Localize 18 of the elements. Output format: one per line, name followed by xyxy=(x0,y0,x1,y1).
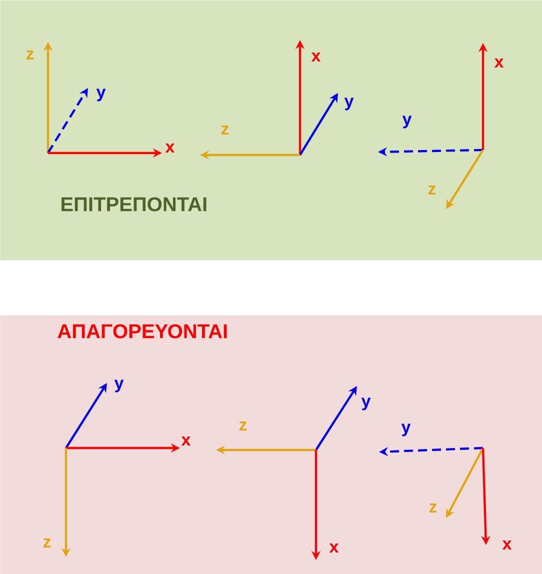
axis-label: x xyxy=(502,540,512,550)
axis-label: z xyxy=(429,504,437,512)
axis-label: x xyxy=(181,436,191,446)
axis-label: z xyxy=(43,538,51,548)
axis-label: z xyxy=(239,422,247,430)
axis-label: z xyxy=(221,126,229,134)
axis-label: x xyxy=(494,58,504,68)
axis-label: y xyxy=(401,424,411,436)
axis-label: z xyxy=(428,186,436,194)
axis-label: z xyxy=(26,50,34,60)
axis-label: y xyxy=(402,116,412,128)
axis-label: x xyxy=(165,144,175,152)
axis-label: y xyxy=(344,98,354,110)
axis-label: y xyxy=(96,88,106,102)
axis-label: x xyxy=(329,544,339,552)
axis-label: y xyxy=(114,380,124,392)
axis-label: x xyxy=(311,52,321,62)
axis-label: y xyxy=(361,398,371,410)
